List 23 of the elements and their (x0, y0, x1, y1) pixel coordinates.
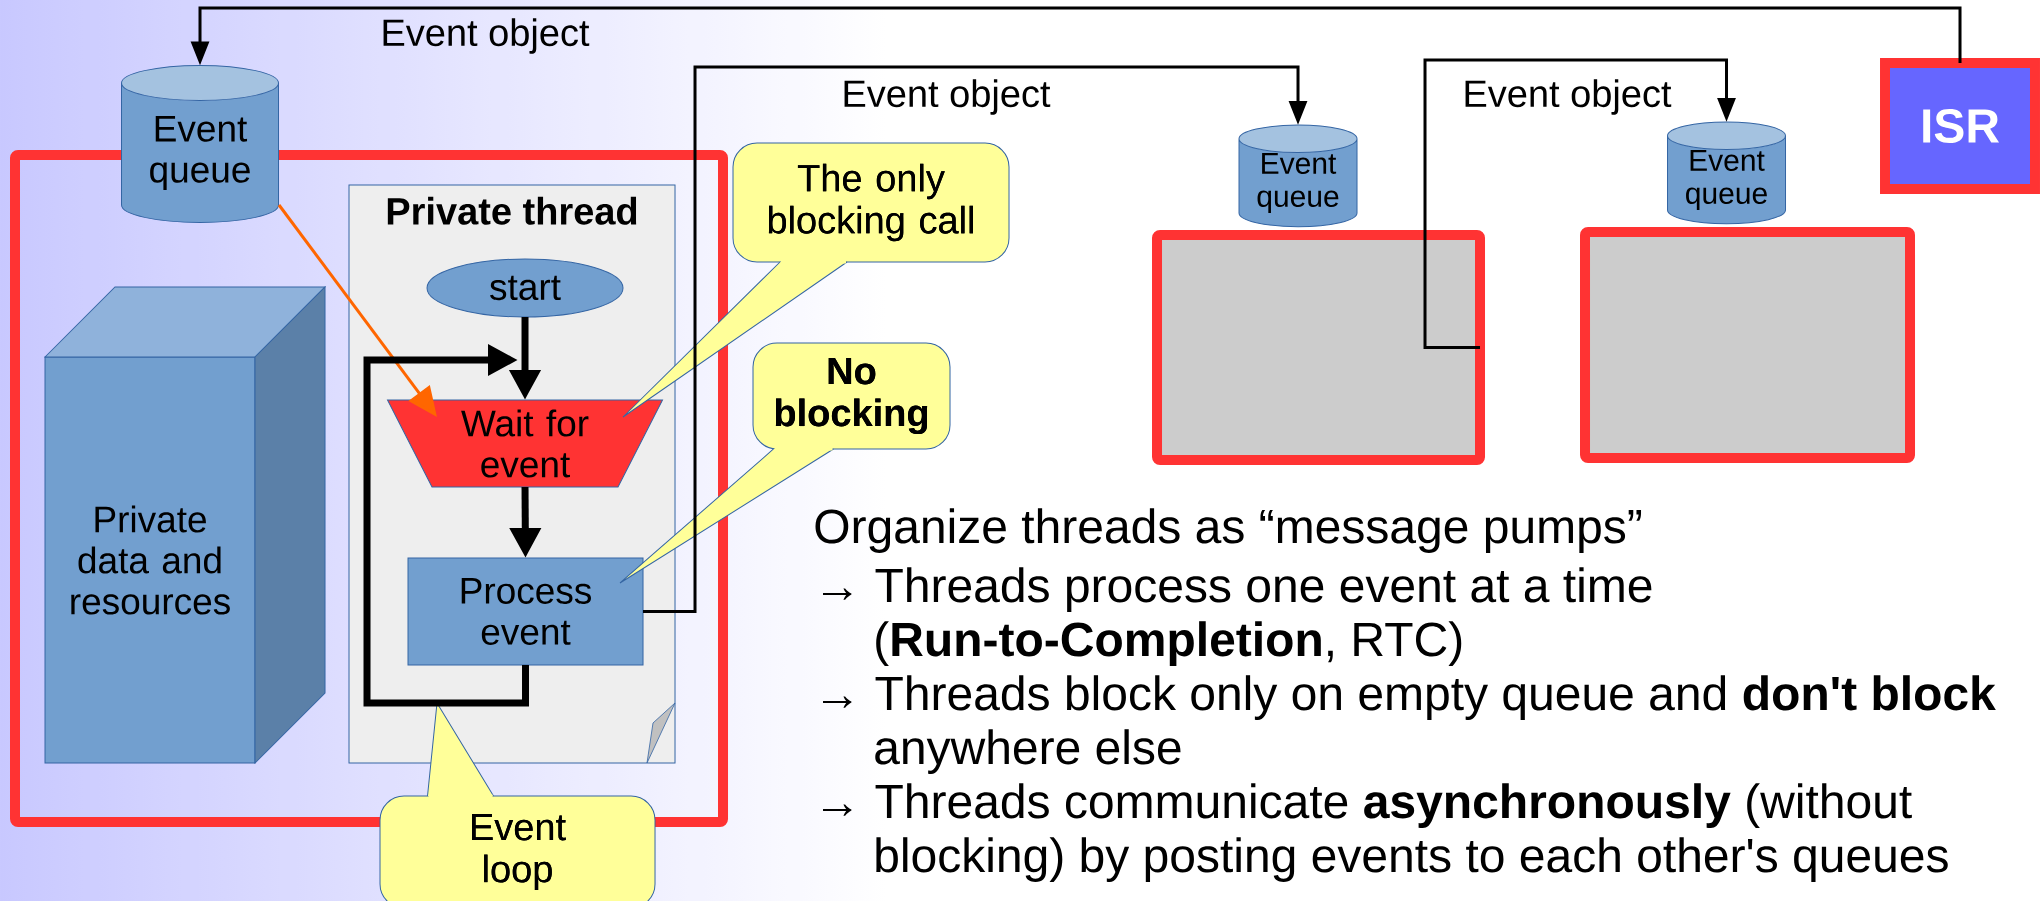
arrow (643, 65, 1308, 613)
intro-text: Organize threads as “message pumps” (815, 508, 1642, 553)
edge-label: Event object (844, 79, 1051, 115)
callout-bubble: Event loop (428, 794, 566, 890)
wait-trapezoid: Wait for event (387, 399, 663, 488)
thread-box (1580, 227, 1915, 463)
queue-cylinder: Event queue (1667, 121, 1786, 225)
callout-bubble: The only blocking call (768, 163, 973, 264)
arrow (1423, 58, 1736, 349)
process-box: Process event (407, 557, 644, 666)
bullet-text: → Threads communicate asynchronously (without blocking) by posting events to each other's queues (823, 783, 1948, 882)
data-cube: Private data and resources (44, 286, 326, 764)
edge-label: Event object (1465, 79, 1672, 115)
arrow (363, 343, 529, 707)
callout-bubble (752, 342, 951, 450)
isr-box: ISR (1880, 58, 2040, 194)
thread-box (1152, 230, 1485, 465)
bullet-text: → Threads process one event at a time (Run-to-Completion, RTC) (823, 567, 1652, 666)
queue-cylinder: Event queue (1238, 124, 1358, 228)
callout-bubble (732, 142, 1010, 263)
callout-bubble: No blocking (774, 357, 928, 451)
queue-cylinder: Event queue (121, 65, 279, 223)
edge-label: Event object (383, 18, 590, 54)
